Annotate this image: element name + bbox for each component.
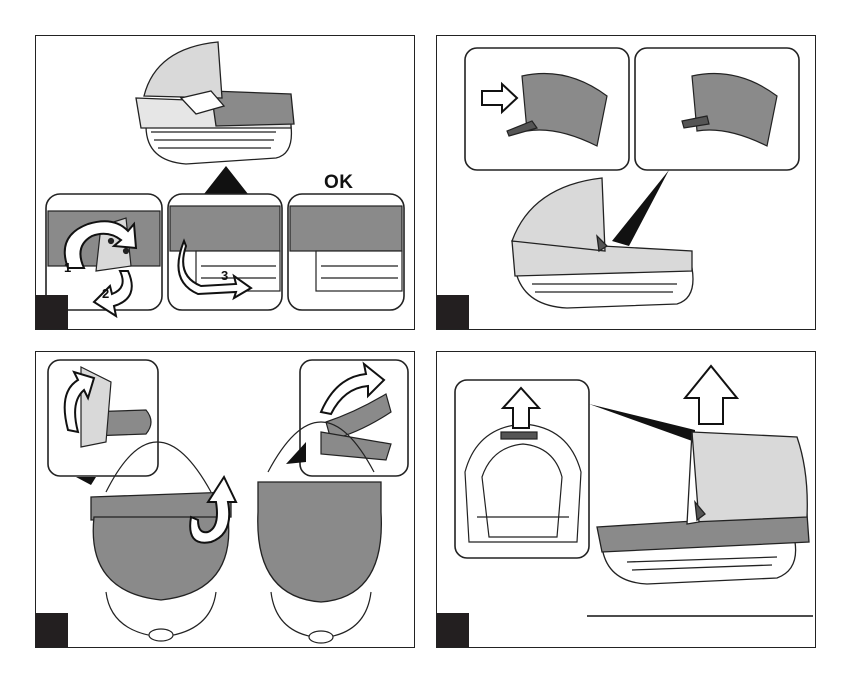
- instruction-panel-1: 1 2 3 OK: [35, 35, 415, 330]
- up-arrow-icon: [685, 366, 737, 424]
- ok-label: OK: [324, 172, 354, 194]
- step-number-box: [36, 295, 68, 329]
- instruction-panel-4: [436, 351, 816, 648]
- callout-number-2: 2: [102, 286, 109, 301]
- apron-fold-illustration: [36, 352, 416, 649]
- step-number-box: [36, 613, 68, 647]
- instruction-panel-2: [436, 35, 816, 330]
- carrycot-hood-attach-illustration: 1 2 3: [36, 36, 416, 331]
- callout-number-1: 1: [64, 260, 71, 275]
- callout-number-3: 3: [221, 268, 228, 283]
- step-number-box: [437, 613, 469, 647]
- hood-release-illustration: [437, 36, 817, 331]
- carrycot-lift-illustration: [437, 352, 817, 649]
- step-number-box: [437, 295, 469, 329]
- instruction-panel-3: [35, 351, 415, 648]
